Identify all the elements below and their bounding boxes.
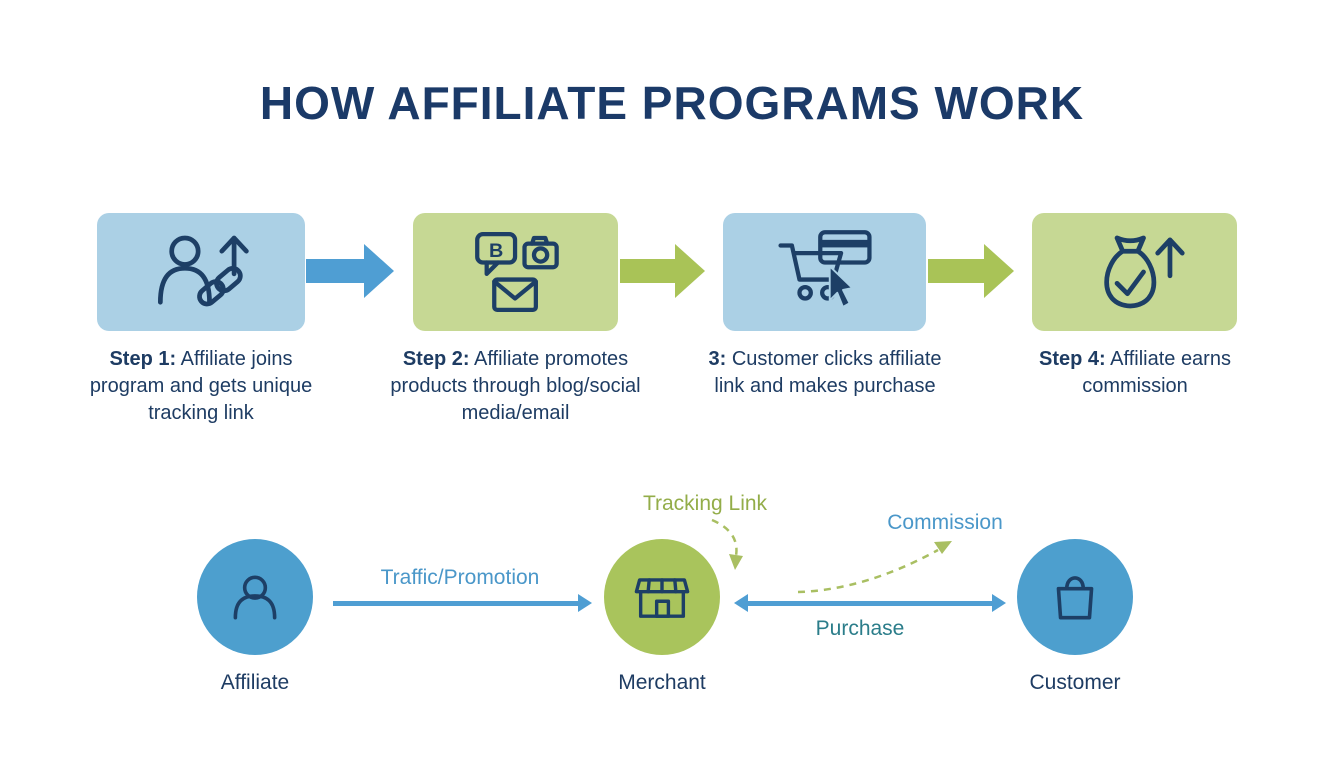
commission-label: Commission [887, 511, 1003, 534]
storefront-icon [634, 578, 690, 618]
arrow-step2-to-step3 [620, 244, 705, 298]
person-link-growth-icon [157, 235, 249, 307]
cart-click-card-icon [777, 230, 872, 308]
step-2-caption: Step 2: Affiliate promotes products thro… [383, 346, 648, 427]
step-4-caption: Step 4: Affiliate earns commission [1008, 346, 1262, 400]
step-1-box [97, 213, 305, 331]
step-4-caption-text: Affiliate earns commission [1082, 348, 1231, 397]
purchase-double-arrow [734, 592, 1006, 614]
step-4-caption-prefix: Step 4: [1039, 348, 1106, 370]
affiliate-label: Affiliate [220, 671, 290, 694]
step-3-box [723, 213, 926, 331]
step-3-caption: 3: Customer clicks affiliate link and ma… [698, 346, 952, 400]
tracking-link-dashed-arrow [711, 518, 743, 570]
person-icon [233, 575, 277, 620]
step-3-caption-text: Customer clicks affiliate link and makes… [714, 348, 942, 397]
merchant-label: Merchant [618, 671, 706, 694]
page-title: HOW AFFILIATE PROGRAMS WORK [259, 77, 1085, 129]
step-4-box [1032, 213, 1237, 331]
customer-label: Customer [1029, 671, 1121, 694]
traffic-promotion-label: Traffic/Promotion [380, 566, 540, 589]
arrow-step1-to-step2 [306, 244, 394, 298]
customer-circle [1017, 539, 1133, 655]
merchant-circle [604, 539, 720, 655]
svg-text:B: B [488, 240, 502, 262]
money-bag-growth-icon [1103, 235, 1185, 309]
step-1-caption-text: Affiliate joins program and gets unique … [89, 348, 313, 424]
tracking-link-label: Tracking Link [642, 492, 768, 515]
step-2-box: B [413, 213, 618, 331]
purchase-label: Purchase [815, 617, 905, 640]
commission-dashed-arrow [797, 541, 952, 594]
arrow-step3-to-step4 [928, 244, 1014, 298]
step-1-caption-prefix: Step 1: [109, 348, 177, 370]
dashed-arrows-overlay [711, 518, 952, 594]
blog-camera-email-icon: B [474, 232, 559, 312]
traffic-promotion-arrow [333, 592, 592, 614]
shopping-bag-icon [1056, 576, 1094, 620]
step-1-caption: Step 1: Affiliate joins program and gets… [74, 346, 328, 427]
affiliate-circle [197, 539, 313, 655]
step-2-caption-text: Affiliate promotes products through blog… [390, 348, 641, 424]
step-3-caption-prefix: 3: [708, 348, 727, 370]
step-2-caption-prefix: Step 2: [402, 348, 470, 370]
